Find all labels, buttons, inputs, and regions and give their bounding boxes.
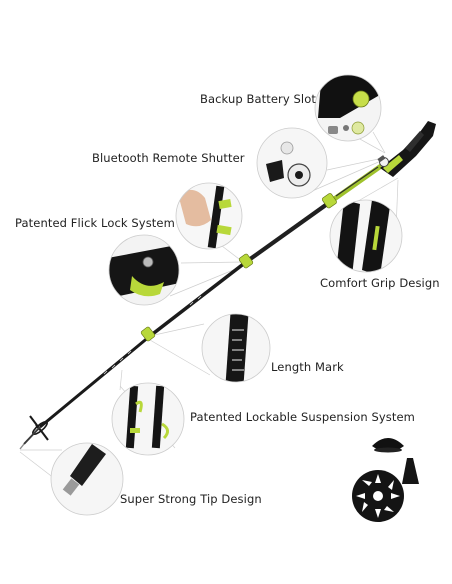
accessory-rubber-tip bbox=[402, 458, 419, 484]
callout-tip-design bbox=[51, 443, 123, 515]
callout-length-mark bbox=[202, 314, 270, 382]
label-comfort-grip-design: Comfort Grip Design bbox=[320, 276, 440, 290]
flick-lock-clamp bbox=[140, 193, 337, 342]
pole-grip bbox=[377, 121, 436, 177]
label-bluetooth-remote-shutter: Bluetooth Remote Shutter bbox=[92, 151, 245, 165]
callout-flick-lock-hand bbox=[176, 183, 242, 249]
label-suspension-system: Patented Lockable Suspension System bbox=[190, 410, 415, 424]
accessory-rubber-cap bbox=[372, 438, 404, 453]
label-backup-battery-slot: Backup Battery Slot bbox=[200, 92, 316, 106]
callout-lock-closeup bbox=[109, 235, 179, 305]
label-length-mark: Length Mark bbox=[271, 360, 344, 374]
callout-battery-slot bbox=[315, 75, 381, 141]
label-tip-design: Super Strong Tip Design bbox=[120, 492, 262, 506]
accessory-snow-basket bbox=[352, 470, 404, 522]
callout-suspension-system bbox=[112, 383, 184, 455]
callout-comfort-grip bbox=[330, 200, 402, 272]
label-flick-lock-system: Patented Flick Lock System bbox=[15, 216, 175, 230]
trekking-pole bbox=[19, 121, 436, 450]
callout-bluetooth-remote bbox=[257, 128, 327, 198]
